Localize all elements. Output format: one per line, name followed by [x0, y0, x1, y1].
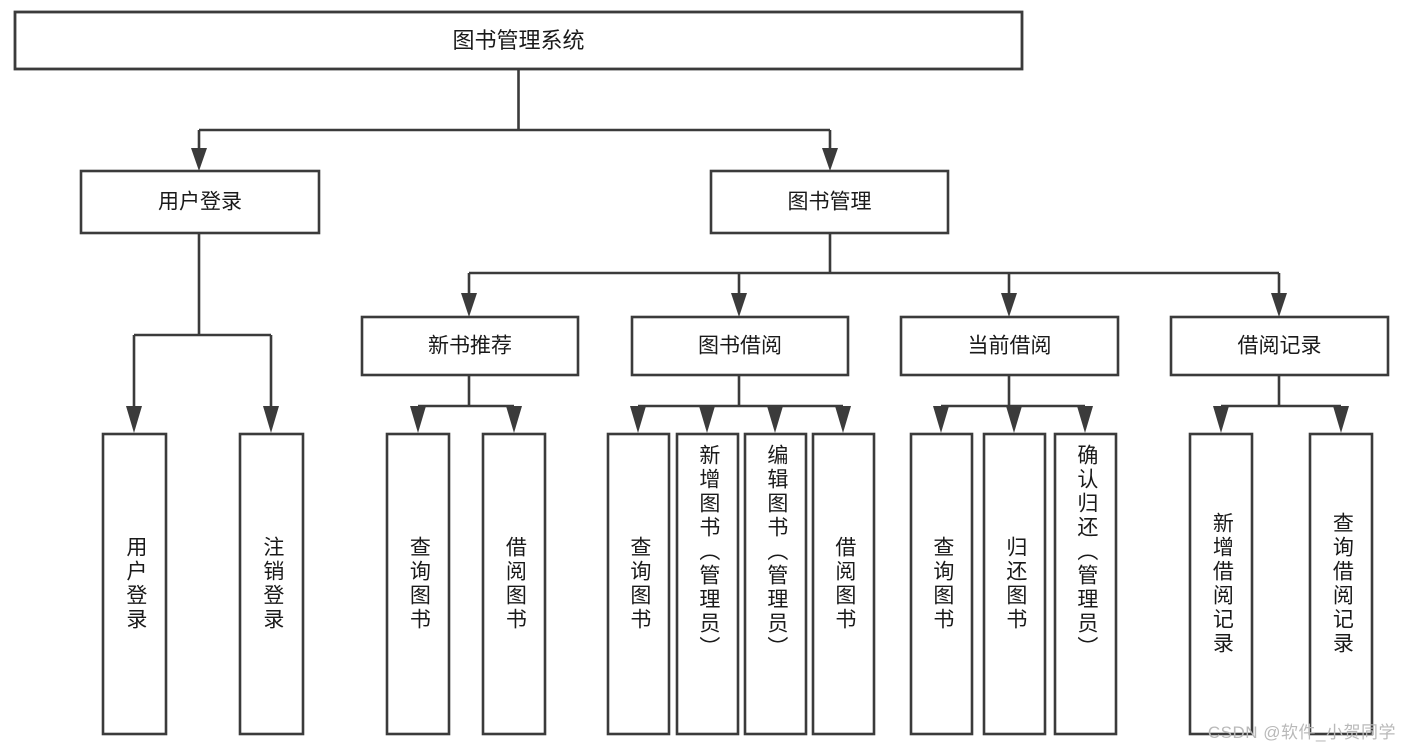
- node-borrow-record[interactable]: 借阅记录: [1169, 315, 1390, 377]
- node-new-book-recommend-box[interactable]: [360, 315, 580, 377]
- leaf-layer: [101, 432, 1374, 736]
- arrowhead-book-borrow: [731, 293, 747, 317]
- node-current-borrow[interactable]: 当前借阅: [899, 315, 1120, 377]
- node-leaf-query-book-2-box[interactable]: [606, 432, 671, 736]
- arrowhead-leaf-add-record: [1213, 406, 1229, 433]
- arrowhead-leaf-user-login: [126, 406, 142, 433]
- node-user-login[interactable]: 用户登录: [79, 169, 321, 235]
- node-new-book-recommend-label: 新书推荐: [428, 335, 512, 358]
- node-root-box[interactable]: [13, 10, 1024, 71]
- csdn-watermark: CSDN @软件_小贺同学: [1207, 723, 1396, 742]
- node-leaf-user-login-box[interactable]: [101, 432, 168, 736]
- node-user-login-label: 用户登录: [158, 191, 242, 214]
- node-leaf-query-book-1-box[interactable]: [385, 432, 451, 736]
- arrowhead-user-login: [191, 148, 207, 171]
- node-leaf-add-record-box[interactable]: [1188, 432, 1254, 736]
- node-root[interactable]: 图书管理系统: [13, 10, 1024, 71]
- node-leaf-query-record-box[interactable]: [1308, 432, 1374, 736]
- arrowhead-borrow-record: [1271, 293, 1287, 317]
- arrowhead-leaf-query-book-2: [630, 406, 646, 433]
- arrowhead-leaf-query-book-3: [933, 406, 949, 433]
- node-book-borrow-label: 图书借阅: [698, 335, 782, 358]
- node-book-borrow-box[interactable]: [630, 315, 850, 377]
- arrowhead-book-manage: [822, 148, 838, 171]
- node-layer: 图书管理系统 用户登录 图书管理 新书推荐 图书借阅 当前: [13, 10, 1390, 736]
- node-borrow-record-box[interactable]: [1169, 315, 1390, 377]
- node-book-manage-label: 图书管理: [788, 191, 872, 214]
- node-leaf-edit-book-box[interactable]: [743, 432, 808, 736]
- node-leaf-borrow-book-2-box[interactable]: [811, 432, 876, 736]
- node-leaf-user-logout-box[interactable]: [238, 432, 305, 736]
- connector-layer: [126, 69, 1349, 433]
- arrowhead-leaf-user-logout: [263, 406, 279, 433]
- node-root-label: 图书管理系统: [452, 28, 584, 53]
- arrowhead-leaf-borrow-book-1: [506, 406, 522, 433]
- node-user-login-box[interactable]: [79, 169, 321, 235]
- arrowhead-leaf-borrow-book-2: [835, 406, 851, 433]
- arrowhead-leaf-return-book: [1006, 406, 1022, 433]
- node-borrow-record-label: 借阅记录: [1238, 335, 1322, 358]
- node-current-borrow-label: 当前借阅: [968, 335, 1052, 358]
- node-current-borrow-box[interactable]: [899, 315, 1120, 377]
- arrowhead-leaf-edit-book: [767, 406, 783, 433]
- node-leaf-confirm-return-box[interactable]: [1053, 432, 1118, 736]
- node-leaf-add-book-box[interactable]: [675, 432, 740, 736]
- node-leaf-return-book-box[interactable]: [982, 432, 1047, 736]
- arrowhead-leaf-query-record: [1333, 406, 1349, 433]
- node-book-manage[interactable]: 图书管理: [709, 169, 950, 235]
- node-leaf-query-book-3-box[interactable]: [909, 432, 974, 736]
- node-new-book-recommend[interactable]: 新书推荐: [360, 315, 580, 377]
- arrowhead-current-borrow: [1001, 293, 1017, 317]
- arrowhead-leaf-query-book-1: [410, 406, 426, 433]
- arrowhead-leaf-confirm-return: [1077, 406, 1093, 433]
- arrowhead-leaf-add-book: [699, 406, 715, 433]
- node-book-borrow[interactable]: 图书借阅: [630, 315, 850, 377]
- node-book-manage-box[interactable]: [709, 169, 950, 235]
- node-leaf-borrow-book-1-box[interactable]: [481, 432, 547, 736]
- arrowhead-new-book-recommend: [461, 293, 477, 317]
